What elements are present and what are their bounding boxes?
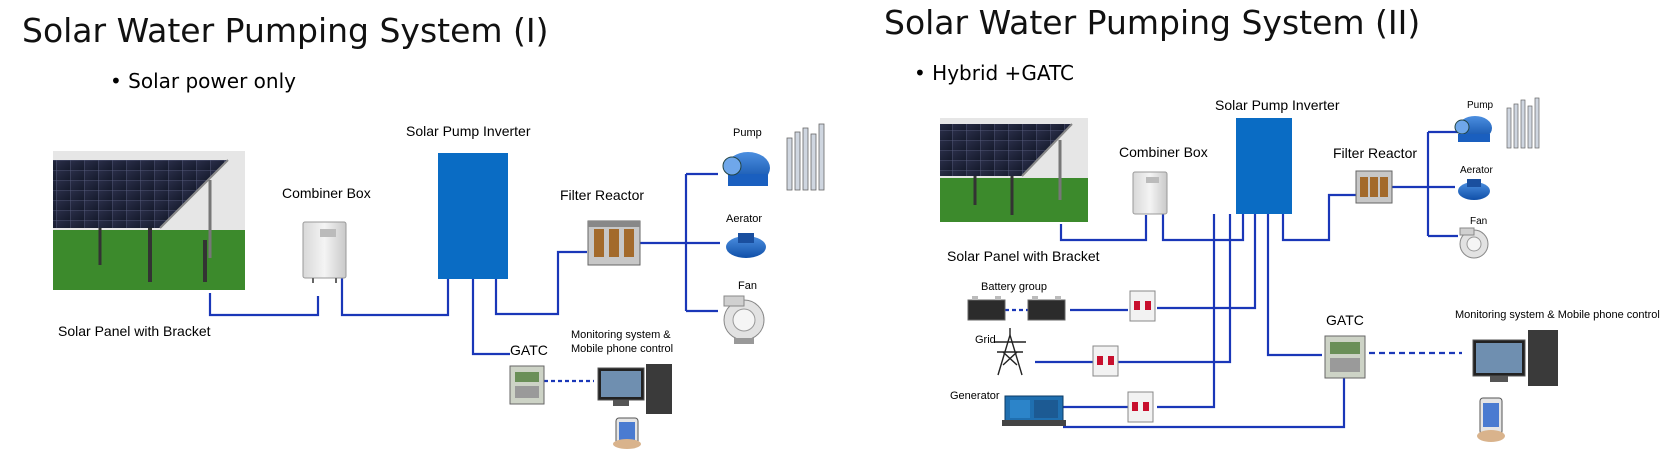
label-generator: Generator bbox=[950, 390, 1000, 402]
wire-inverter-grid bbox=[1093, 214, 1232, 364]
label-aerator: Aerator bbox=[726, 213, 763, 225]
label-panel: Solar Panel with Bracket bbox=[58, 323, 211, 339]
label-monitoring-2: Mobile phone control bbox=[571, 343, 674, 355]
solar-panel-icon bbox=[53, 151, 245, 290]
wire-panel-combiner bbox=[208, 293, 320, 317]
left-wires bbox=[208, 172, 720, 383]
label-filter-2: Filter Reactor bbox=[1333, 145, 1418, 161]
label-combiner: Combiner Box bbox=[282, 185, 371, 201]
aerator-icon bbox=[726, 233, 766, 258]
computer-icon bbox=[1472, 330, 1558, 386]
fan-icon bbox=[1459, 227, 1489, 259]
breaker-icon bbox=[1092, 345, 1119, 377]
aerator-icon bbox=[1458, 179, 1490, 200]
label-combiner-2: Combiner Box bbox=[1119, 144, 1208, 160]
wire-panel-combiner-2 bbox=[1059, 215, 1148, 242]
label-inverter-2: Solar Pump Inverter bbox=[1215, 97, 1340, 113]
transmission-tower-icon bbox=[994, 328, 1026, 376]
wire-inverter-gatc-2 bbox=[1266, 214, 1322, 357]
wire-inverter-generator bbox=[1157, 214, 1216, 409]
label-monitoring-1: Monitoring system & bbox=[571, 329, 671, 341]
label-pump: Pump bbox=[733, 127, 762, 139]
phone-icon bbox=[1477, 397, 1505, 442]
label-panel-2: Solar Panel with Bracket bbox=[947, 248, 1100, 264]
right-wires bbox=[1005, 130, 1462, 429]
wire-combiner-inverter bbox=[340, 274, 450, 317]
inverter-icon bbox=[438, 153, 508, 279]
left-bullet-text: Solar power only bbox=[128, 69, 296, 93]
label-inverter: Solar Pump Inverter bbox=[406, 123, 531, 139]
generator-icon bbox=[1002, 395, 1066, 426]
label-battery: Battery group bbox=[981, 281, 1048, 293]
pump-icon bbox=[722, 123, 825, 191]
fan-icon bbox=[723, 295, 765, 344]
wire-inverter-battery bbox=[1157, 214, 1257, 310]
inverter-icon bbox=[1236, 118, 1292, 214]
label-gatc: GATC bbox=[510, 342, 548, 358]
wire-inverter-filter-2 bbox=[1281, 193, 1356, 242]
label-monitoring-2b: Monitoring system & Mobile phone control bbox=[1455, 309, 1660, 321]
wire-inverter-gatc bbox=[471, 279, 510, 356]
wire-inverter-filter bbox=[494, 250, 587, 316]
computer-icon bbox=[597, 364, 672, 414]
battery-icon bbox=[967, 296, 1066, 321]
filter-reactor-icon bbox=[1355, 170, 1393, 204]
solar-panel-icon bbox=[940, 118, 1088, 222]
label-fan-2: Fan bbox=[1470, 216, 1488, 227]
breaker-icon bbox=[1129, 290, 1156, 322]
right-title: Solar Water Pumping System (II) bbox=[884, 3, 1421, 42]
left-title: Solar Water Pumping System (I) bbox=[22, 11, 549, 50]
right-bullet: • Hybrid +GATC bbox=[914, 61, 1074, 85]
label-grid: Grid bbox=[975, 334, 996, 346]
breaker-icon bbox=[1127, 391, 1154, 423]
wire-combiner-inverter-2 bbox=[1161, 210, 1245, 242]
combiner-box-icon bbox=[1132, 171, 1168, 215]
label-aerator-2: Aerator bbox=[1460, 165, 1493, 176]
combiner-box-icon bbox=[302, 221, 347, 283]
gatc-icon bbox=[1324, 335, 1366, 379]
gatc-icon bbox=[509, 365, 545, 405]
label-pump-2: Pump bbox=[1467, 100, 1494, 111]
label-gatc-2: GATC bbox=[1326, 312, 1364, 328]
label-filter: Filter Reactor bbox=[560, 187, 645, 203]
left-bullet: • Solar power only bbox=[110, 69, 296, 93]
phone-icon bbox=[613, 417, 641, 449]
label-fan: Fan bbox=[738, 280, 757, 292]
right-bullet-text: Hybrid +GATC bbox=[932, 61, 1074, 85]
wire-generator-gatc bbox=[1063, 378, 1346, 429]
filter-reactor-icon bbox=[587, 220, 641, 266]
pump-icon bbox=[1454, 97, 1540, 149]
